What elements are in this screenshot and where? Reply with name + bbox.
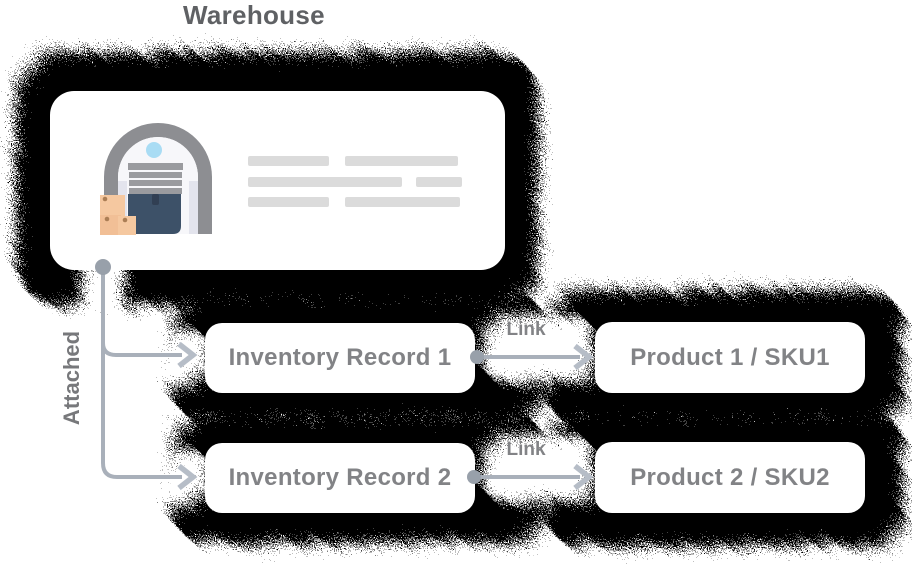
icon-door-slats: [128, 163, 183, 194]
product-1-card: Product 1 / SKU1: [595, 322, 865, 393]
icon-side-panel-right: [189, 181, 198, 234]
skeleton-text-line: [248, 156, 329, 166]
channel-arrow-inventory-1: [156, 329, 210, 383]
diagram-title: Warehouse: [183, 0, 325, 30]
inventory-record-2-card: Inventory Record 2: [205, 443, 475, 513]
product-2-card: Product 2 / SKU2: [595, 442, 865, 513]
icon-window: [146, 142, 162, 158]
link-2-edge-label: Link: [506, 439, 546, 460]
inventory-record-2-label: Inventory Record 2: [228, 464, 452, 491]
icon-door-handle: [152, 194, 159, 205]
inventory-record-1-card: Inventory Record 1: [205, 323, 475, 393]
product-2-label: Product 2 / SKU2: [630, 463, 830, 491]
attached-edge-label: Attached: [59, 330, 84, 426]
skeleton-text-line: [248, 177, 402, 187]
link-1-edge-label: Link: [506, 319, 546, 340]
icon-boxes: [100, 195, 136, 235]
icon-doorway: [128, 194, 181, 234]
warehouse-garage-icon: [100, 123, 212, 235]
product-1-label: Product 1 / SKU1: [630, 343, 830, 371]
inventory-record-1-label: Inventory Record 1: [228, 344, 452, 371]
skeleton-text-line: [345, 156, 458, 166]
skeleton-text-line: [416, 177, 462, 187]
warehouse-card: [50, 91, 505, 270]
skeleton-text-line: [345, 197, 460, 207]
skeleton-text-line: [248, 197, 329, 207]
channel-arrow-inventory-2: [156, 449, 210, 503]
